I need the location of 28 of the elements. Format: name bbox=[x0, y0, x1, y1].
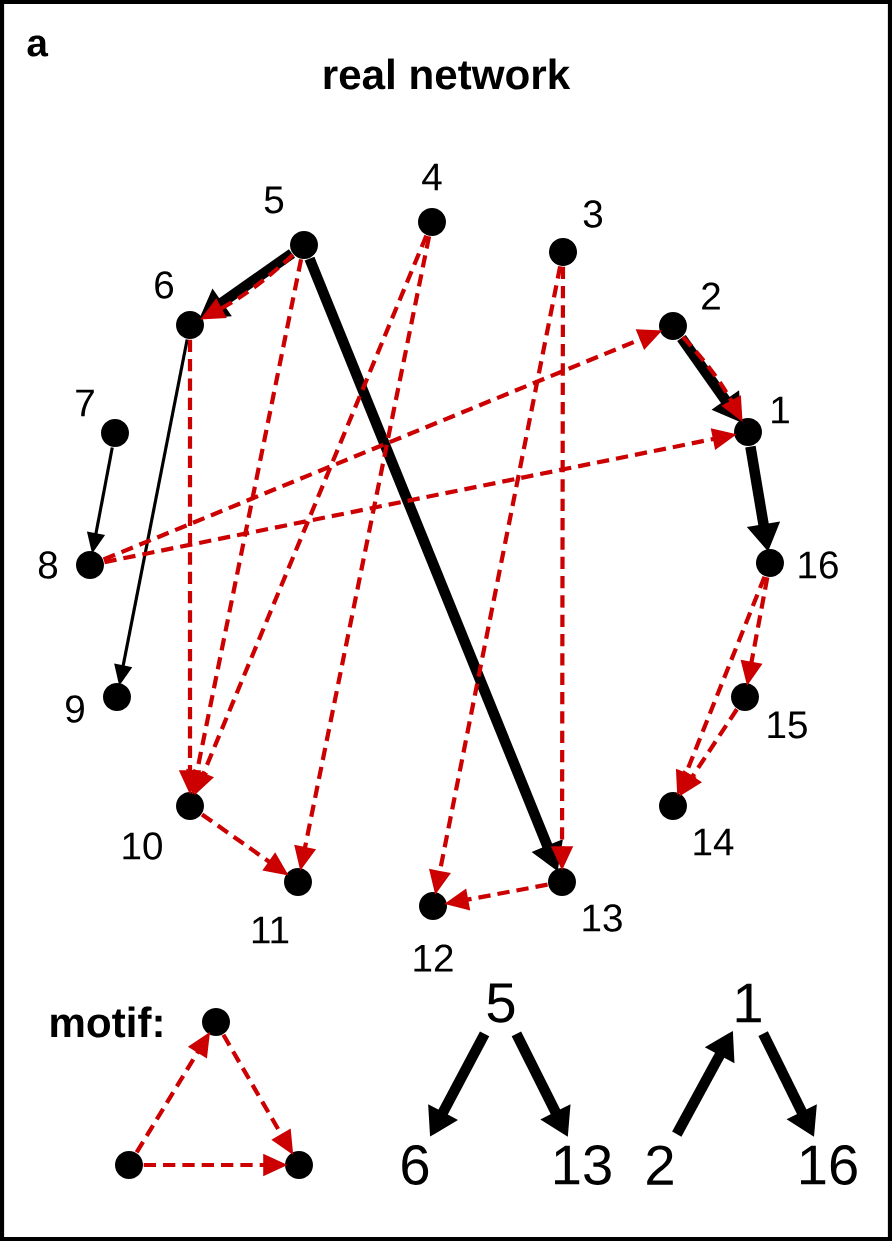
node-number: 1 bbox=[736, 983, 761, 1023]
node-number: 8 bbox=[38, 551, 58, 579]
node-number: 9 bbox=[66, 695, 84, 723]
node-number: 5 bbox=[487, 983, 515, 1023]
node-number: 14 bbox=[694, 828, 734, 856]
node-number: 3 bbox=[583, 200, 603, 228]
node-number: 6 bbox=[402, 1145, 429, 1185]
title: real network bbox=[324, 58, 571, 90]
network-node bbox=[285, 1151, 313, 1179]
node-number: 2 bbox=[647, 1145, 673, 1185]
node-number: 16 bbox=[799, 551, 838, 579]
motif-label: motif: bbox=[51, 1006, 162, 1038]
node-number: 7 bbox=[76, 389, 94, 417]
node-number: 1 bbox=[772, 396, 789, 424]
node-number: 13 bbox=[583, 904, 622, 932]
node-number: 10 bbox=[123, 832, 162, 860]
network-node bbox=[202, 1008, 230, 1036]
node-number: 12 bbox=[414, 944, 453, 972]
node-number: 15 bbox=[768, 711, 807, 739]
panel-letter: a bbox=[27, 35, 49, 57]
node-number: 13 bbox=[555, 1145, 611, 1185]
node-number: 5 bbox=[264, 186, 284, 214]
node-number: 4 bbox=[422, 163, 442, 191]
node-number: 6 bbox=[155, 271, 174, 299]
node-number: 2 bbox=[702, 282, 720, 310]
node-number: 16 bbox=[801, 1145, 857, 1185]
network-node bbox=[115, 1151, 143, 1179]
node-number: 11 bbox=[252, 916, 289, 944]
